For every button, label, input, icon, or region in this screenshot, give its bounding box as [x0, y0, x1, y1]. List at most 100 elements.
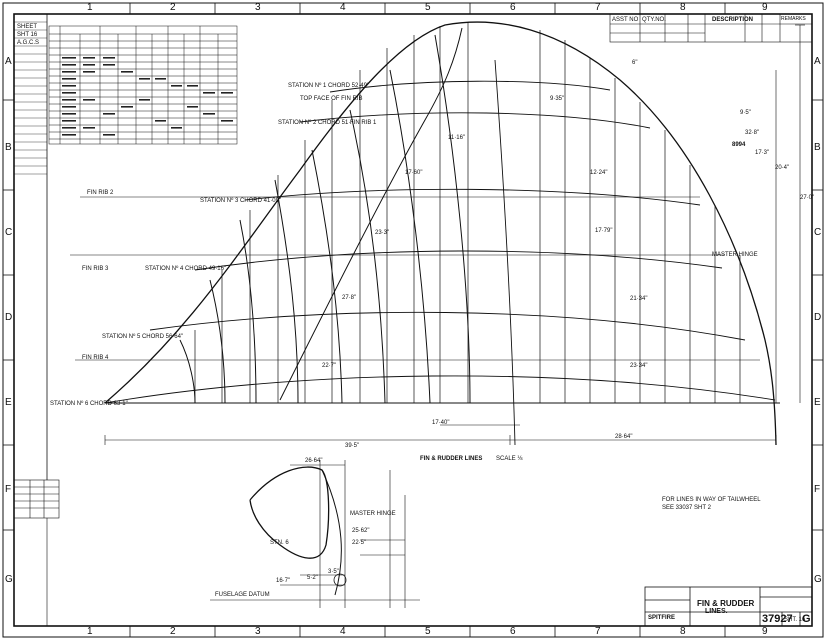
left-sheet-no: SHT 16	[17, 32, 38, 38]
left-notes-lines	[14, 21, 47, 175]
fuselage-datum-note: FUSELAGE DATUM	[215, 592, 270, 598]
dim-12-24: 12·24"	[590, 170, 608, 176]
left-sheet-label: SHEET	[17, 24, 38, 30]
dim-9-35: 9·35"	[550, 96, 565, 102]
dim-9-5: 9·5"	[740, 110, 751, 116]
grid-row-e-left: E	[5, 397, 12, 408]
grid-col-5-bottom: 5	[425, 626, 431, 637]
scale-note: SCALE ⅛	[496, 456, 523, 462]
grid-col-4-top: 4	[340, 2, 346, 13]
fin-rudder-lines-note: FIN & RUDDER LINES	[420, 456, 483, 462]
grid-col-1-bottom: 1	[87, 626, 93, 637]
dim-5-2: 5·2"	[307, 575, 318, 581]
fin-outline	[104, 21, 777, 446]
grid-row-g-right: G	[814, 574, 822, 585]
grid-col-2-top: 2	[170, 2, 176, 13]
dim-32-8: 32·8"	[745, 130, 760, 136]
grid-col-7-top: 7	[595, 2, 601, 13]
vertical-sections	[194, 22, 741, 403]
title-line-1: FIN & RUDDER	[697, 599, 755, 608]
grid-row-g-left: G	[5, 574, 13, 585]
header-asst: ASST NO	[612, 17, 639, 23]
grid-col-3-bottom: 3	[255, 626, 261, 637]
issue-letter: G	[802, 613, 811, 625]
dim-6: 6"	[632, 60, 638, 66]
grid-col-2-bottom: 2	[170, 626, 176, 637]
tailwheel-note-1: FOR LINES IN WAY OF TAILWHEEL	[662, 497, 761, 503]
header-description: DESCRIPTION	[712, 17, 754, 23]
grid-col-3-top: 3	[255, 2, 261, 13]
dim-23-3: 23·3"	[375, 230, 390, 236]
grid-row-c-left: C	[5, 227, 13, 238]
grid-row-a-right: A	[814, 56, 821, 67]
dim-20-4: 20·4"	[775, 165, 790, 171]
dim-16-7: 16·7"	[276, 578, 291, 584]
dim-17-60: 17·60"	[405, 170, 423, 176]
station-2-label: STATION Nº 2 CHORD 51·	[278, 120, 351, 126]
grid-row-a-left: A	[5, 56, 12, 67]
dim-21-34: 21·34"	[630, 296, 648, 302]
dim-25-62: 25·62"	[352, 528, 370, 534]
fin-rib-4-label: FIN RIB 4	[82, 355, 109, 361]
left-alt: A.G.C.S	[17, 40, 40, 46]
zone-ticks	[3, 3, 823, 637]
rudder-section-profile	[249, 466, 330, 559]
dim-27-0: 27·0"	[800, 195, 815, 201]
fin-rib-2-label: FIN RIB 2	[87, 190, 114, 196]
dim-27-8: 27·8"	[342, 295, 357, 301]
inner-border	[13, 13, 813, 627]
grid-col-7-bottom: 7	[595, 626, 601, 637]
master-hinge-note: MASTER HINGE	[712, 252, 758, 258]
grid-col-1-top: 1	[87, 2, 93, 13]
dim-11-16: 11·16"	[448, 135, 466, 141]
grid-row-e-right: E	[814, 397, 821, 408]
fin-rib-1-label: FIN RIB 1	[350, 120, 377, 126]
dim-26-64: 26·64"	[305, 458, 323, 464]
rib-profiles	[179, 34, 471, 404]
station-curves	[70, 80, 776, 404]
grid-col-6-bottom: 6	[510, 626, 516, 637]
grid-col-8-bottom: 8	[680, 626, 686, 637]
grid-row-c-right: C	[814, 227, 822, 238]
left-lower-table	[13, 479, 60, 626]
offsets-table	[48, 25, 238, 145]
station-1-label: STATION Nº 1 CHORD 52·49"	[288, 83, 370, 89]
hinge-curve	[321, 469, 342, 596]
front-spar-line	[279, 27, 463, 401]
top-face-note: TOP FACE OF FIN RIB	[300, 96, 363, 102]
dim-3-5: 3·5"	[328, 569, 339, 575]
datum-circle	[333, 573, 347, 587]
rudder-hinge-axis	[494, 59, 516, 446]
grid-col-8-top: 8	[680, 2, 686, 13]
dim-22-5: 22·5"	[352, 540, 367, 546]
grid-col-9-bottom: 9	[762, 626, 768, 637]
grid-col-6-top: 6	[510, 2, 516, 13]
grid-row-d-left: D	[5, 312, 13, 323]
grid-row-d-right: D	[814, 312, 822, 323]
station-6-note: STN. 6	[270, 540, 289, 546]
lower-dimensions	[210, 460, 420, 608]
grid-row-b-left: B	[5, 142, 12, 153]
drawing-number: 37927	[762, 613, 793, 625]
master-hinge-note-2: MASTER HINGE	[350, 511, 396, 517]
grid-row-f-right: F	[814, 484, 821, 495]
offsets-table-ink	[62, 57, 233, 136]
header-qty: QTY.NO.	[642, 17, 666, 23]
dim-17-40: 17·40"	[432, 420, 450, 426]
station-3-label: STATION Nº 3 CHORD 41·09"	[200, 198, 282, 204]
grid-col-9-top: 9	[762, 2, 768, 13]
dim-28-64: 28·64"	[615, 434, 633, 440]
dim-39-5: 39·5"	[345, 443, 360, 449]
dim-17-79: 17·79"	[595, 228, 613, 234]
sheet-number: SHT. 16	[784, 617, 806, 623]
grid-col-4-bottom: 4	[340, 626, 346, 637]
header-table	[609, 13, 813, 43]
tailwheel-note-2: SEE 33037 SHT 2	[662, 505, 711, 511]
grid-col-5-top: 5	[425, 2, 431, 13]
dim-23-34: 23·34"	[630, 363, 648, 369]
dim-17-3: 17·3"	[755, 150, 770, 156]
dimension-lines	[104, 24, 805, 445]
grid-row-f-left: F	[5, 484, 12, 495]
title-block-frame	[644, 586, 813, 627]
